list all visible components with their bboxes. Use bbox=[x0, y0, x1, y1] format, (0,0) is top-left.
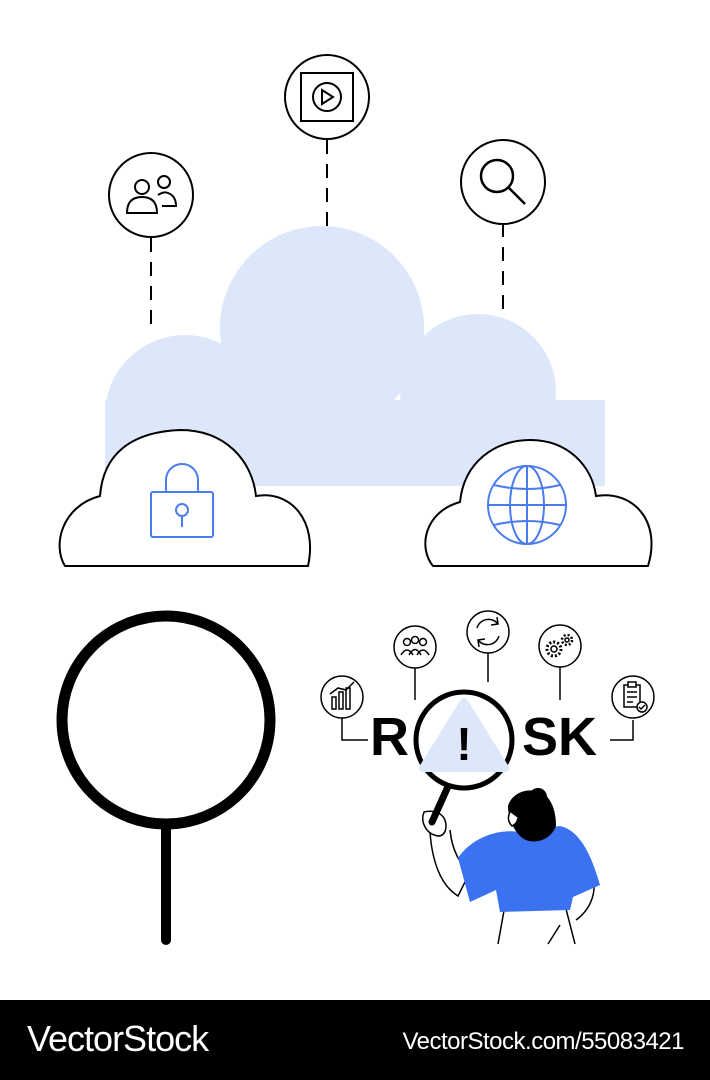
globe-icon bbox=[487, 465, 567, 545]
warning-mark: ! bbox=[456, 718, 471, 770]
users-icon bbox=[108, 152, 194, 238]
globe-cloud bbox=[424, 438, 653, 567]
dashed-connectors bbox=[150, 140, 504, 325]
gears-icon bbox=[538, 624, 582, 668]
footer-bar: VectorStock VectorStock.com/55083421 bbox=[0, 1000, 710, 1080]
warning-triangle bbox=[419, 698, 509, 772]
risk-magnifier: ! bbox=[413, 689, 515, 826]
person bbox=[422, 788, 600, 945]
play-icon bbox=[284, 54, 370, 140]
shirt bbox=[458, 826, 600, 912]
risk-connectors bbox=[341, 653, 634, 741]
risk-letter-r: R bbox=[370, 707, 409, 767]
brand-logo: VectorStock bbox=[27, 1018, 209, 1059]
main-cloud bbox=[105, 226, 605, 495]
stock-id: VectorStock.com/55083421 bbox=[402, 1028, 684, 1055]
large-magnifier bbox=[56, 610, 276, 945]
search-icon bbox=[460, 139, 546, 225]
lock-cloud bbox=[58, 428, 311, 567]
clipboard-icon bbox=[611, 675, 655, 719]
chart-icon bbox=[320, 675, 364, 719]
lock-icon bbox=[150, 463, 214, 538]
refresh-icon bbox=[466, 610, 510, 654]
illustration: R SK ! bbox=[56, 54, 655, 945]
team-icon bbox=[393, 625, 437, 669]
risk-letters-sk: SK bbox=[522, 707, 597, 767]
